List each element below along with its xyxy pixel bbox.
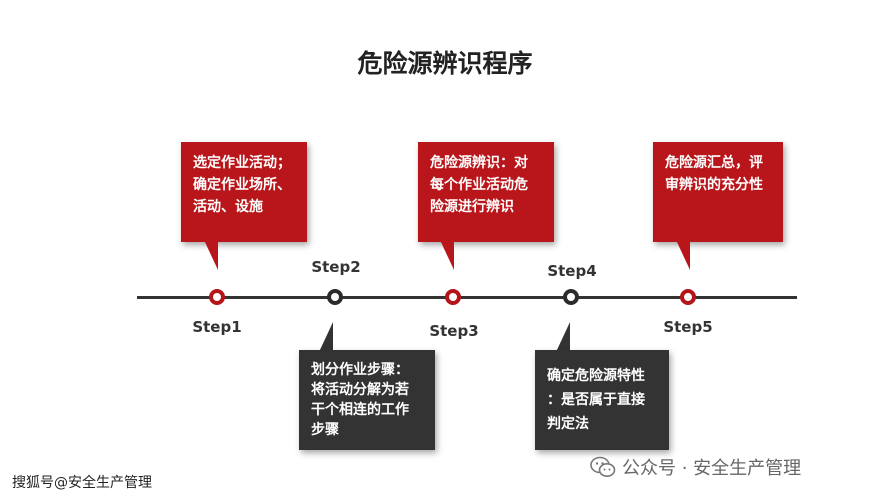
watermark-right: 公众号 · 安全生产管理 [590, 454, 801, 480]
step3-node [445, 289, 461, 305]
step4-node [563, 289, 579, 305]
wechat-icon [590, 456, 616, 477]
diagram-title: 危险源辨识程序 [357, 49, 533, 78]
step1-box: 选定作业活动； 确定作业场所、 活动、设施 [181, 142, 307, 242]
step1-node [209, 289, 225, 305]
step4-pointer [556, 322, 570, 352]
watermark-right-text: 公众号 · 安全生产管理 [622, 458, 802, 479]
step3-box: 危险源辨识：对 每个作业活动危 险源进行辨识 [418, 142, 554, 242]
step2-pointer [319, 322, 333, 352]
step4-label: Step4 [547, 262, 597, 280]
watermark-left: 搜狐号@安全生产管理 [12, 475, 152, 491]
step5-node [680, 289, 696, 305]
step2-node [327, 289, 343, 305]
step4-box: 确定危险源特性 ：是否属于直接 判定法 [535, 350, 669, 450]
timeline-line [137, 296, 797, 299]
step5-box: 危险源汇总，评 审辨识的充分性 [653, 142, 783, 242]
step1-label: Step1 [192, 318, 242, 336]
step2-box: 划分作业步骤： 将活动分解为若 干个相连的工作 步骤 [299, 350, 435, 450]
step1-pointer [204, 240, 218, 270]
step3-pointer [440, 240, 454, 270]
step2-label: Step2 [311, 258, 361, 276]
step5-label: Step5 [663, 318, 713, 336]
step5-pointer [676, 240, 690, 270]
step3-label: Step3 [429, 322, 479, 340]
